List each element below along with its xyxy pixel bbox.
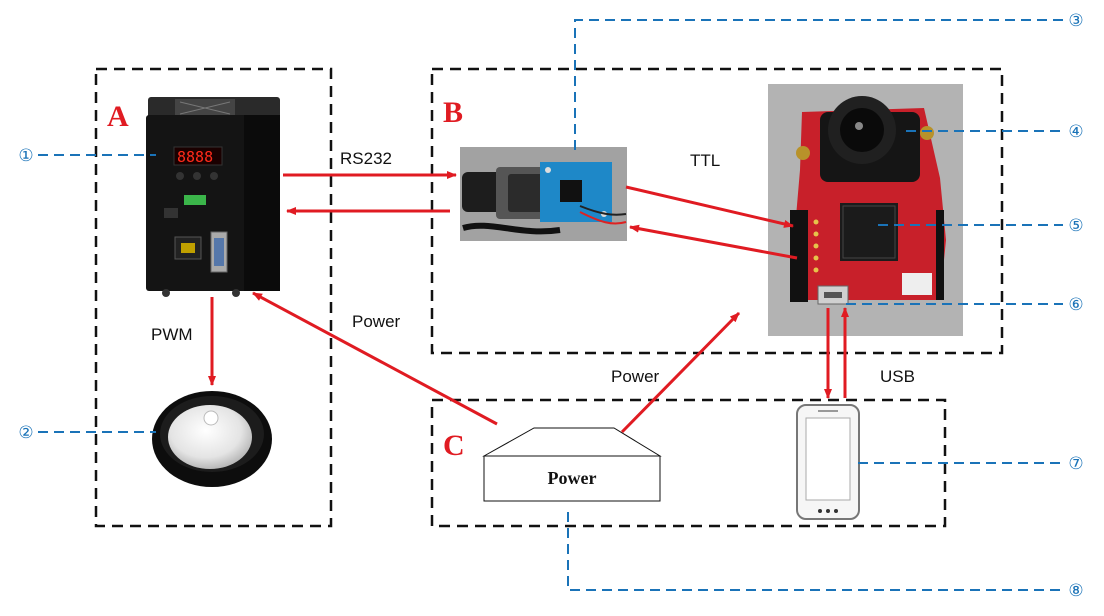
controller-display-digits: 8888 xyxy=(177,148,213,166)
callout-line-3 xyxy=(574,19,1063,150)
callout-number-1: ① xyxy=(18,146,33,166)
camera-board xyxy=(768,84,963,336)
region-c-label: C xyxy=(443,429,465,462)
light-controller: 8888 xyxy=(146,97,280,297)
controller-terminal xyxy=(184,195,206,205)
arrow-ttl-to-board xyxy=(625,185,794,228)
callout-number-4: ④ xyxy=(1068,122,1083,142)
controller-display xyxy=(173,146,223,166)
callout-number-3: ③ xyxy=(1068,11,1083,31)
region-b-label: B xyxy=(443,96,463,129)
label-usb: USB xyxy=(880,367,915,386)
rs232-ttl-converter xyxy=(460,147,627,241)
label-ttl: TTL xyxy=(690,151,720,170)
callout-number-6: ⑥ xyxy=(1068,295,1083,315)
callout-line-8 xyxy=(567,512,1063,591)
region-a-boundary xyxy=(94,67,333,528)
arrow-power-to-controller xyxy=(252,291,498,426)
ring-light xyxy=(152,391,272,487)
mobile-phone xyxy=(796,404,860,520)
callout-number-7: ⑦ xyxy=(1068,454,1083,474)
label-power-controller: Power xyxy=(352,312,401,331)
region-a-label: A xyxy=(107,100,129,133)
power-supply-label: Power xyxy=(548,468,597,488)
label-pwm: PWM xyxy=(151,325,193,344)
label-power-board: Power xyxy=(611,367,660,386)
arrow-power-to-board xyxy=(620,311,741,434)
power-supply xyxy=(482,427,662,502)
callout-number-2: ② xyxy=(18,423,33,443)
controller-knob xyxy=(176,172,184,180)
callout-number-5: ⑤ xyxy=(1068,216,1083,236)
arrow-board-to-converter xyxy=(629,224,798,260)
label-rs232: RS232 xyxy=(340,149,392,168)
callout-number-8: ⑧ xyxy=(1068,581,1083,601)
main-processor xyxy=(840,203,898,261)
